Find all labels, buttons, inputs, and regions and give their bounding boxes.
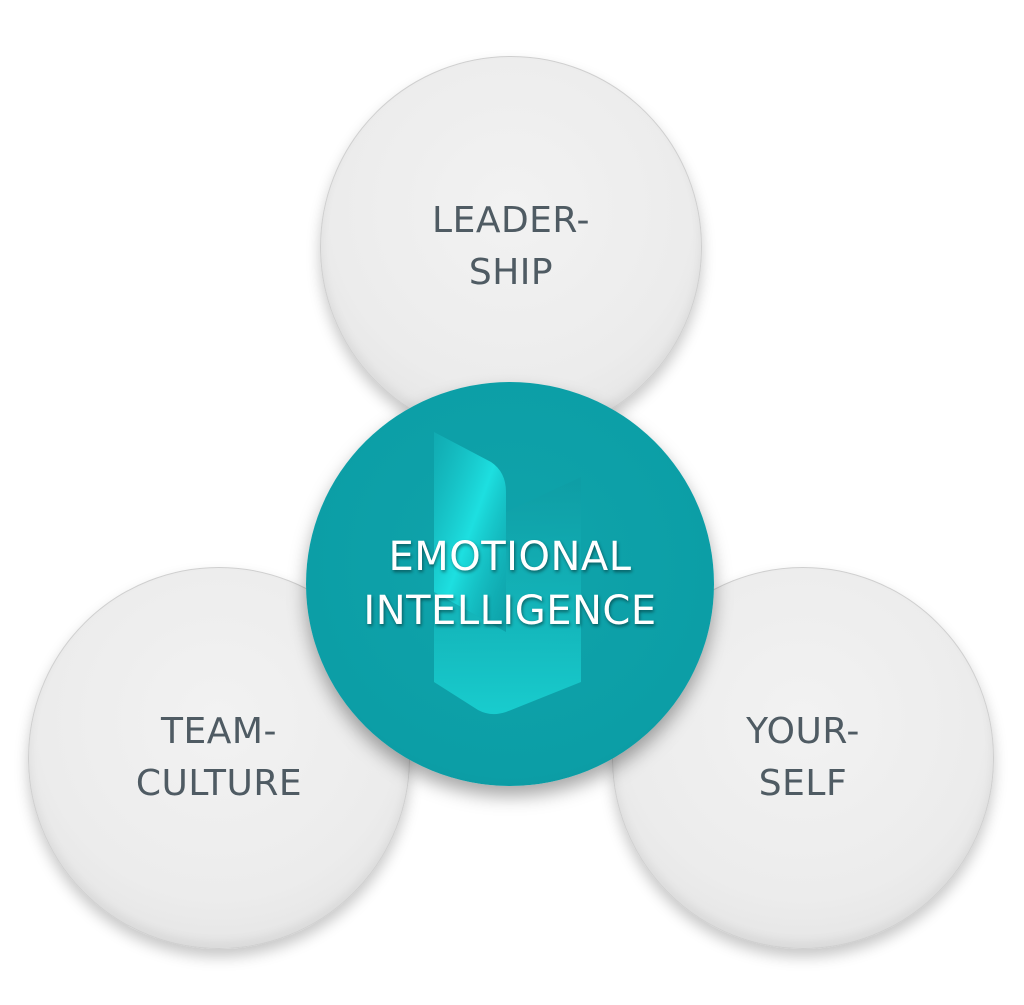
leadership-label: LEADER- SHIP <box>432 200 590 293</box>
leadership-circle: LEADER- SHIP <box>320 56 702 438</box>
yourself-circle: YOUR- SELF <box>612 567 994 949</box>
brand-logo-icon <box>434 432 581 715</box>
emotional-intelligence-circle: EMOTIONAL INTELLIGENCE <box>306 382 714 786</box>
emotional-intelligence-label: EMOTIONAL INTELLIGENCE <box>363 534 657 634</box>
team-culture-label: TEAM- CULTURE <box>135 711 303 804</box>
yourself-label: YOUR- SELF <box>746 711 860 804</box>
